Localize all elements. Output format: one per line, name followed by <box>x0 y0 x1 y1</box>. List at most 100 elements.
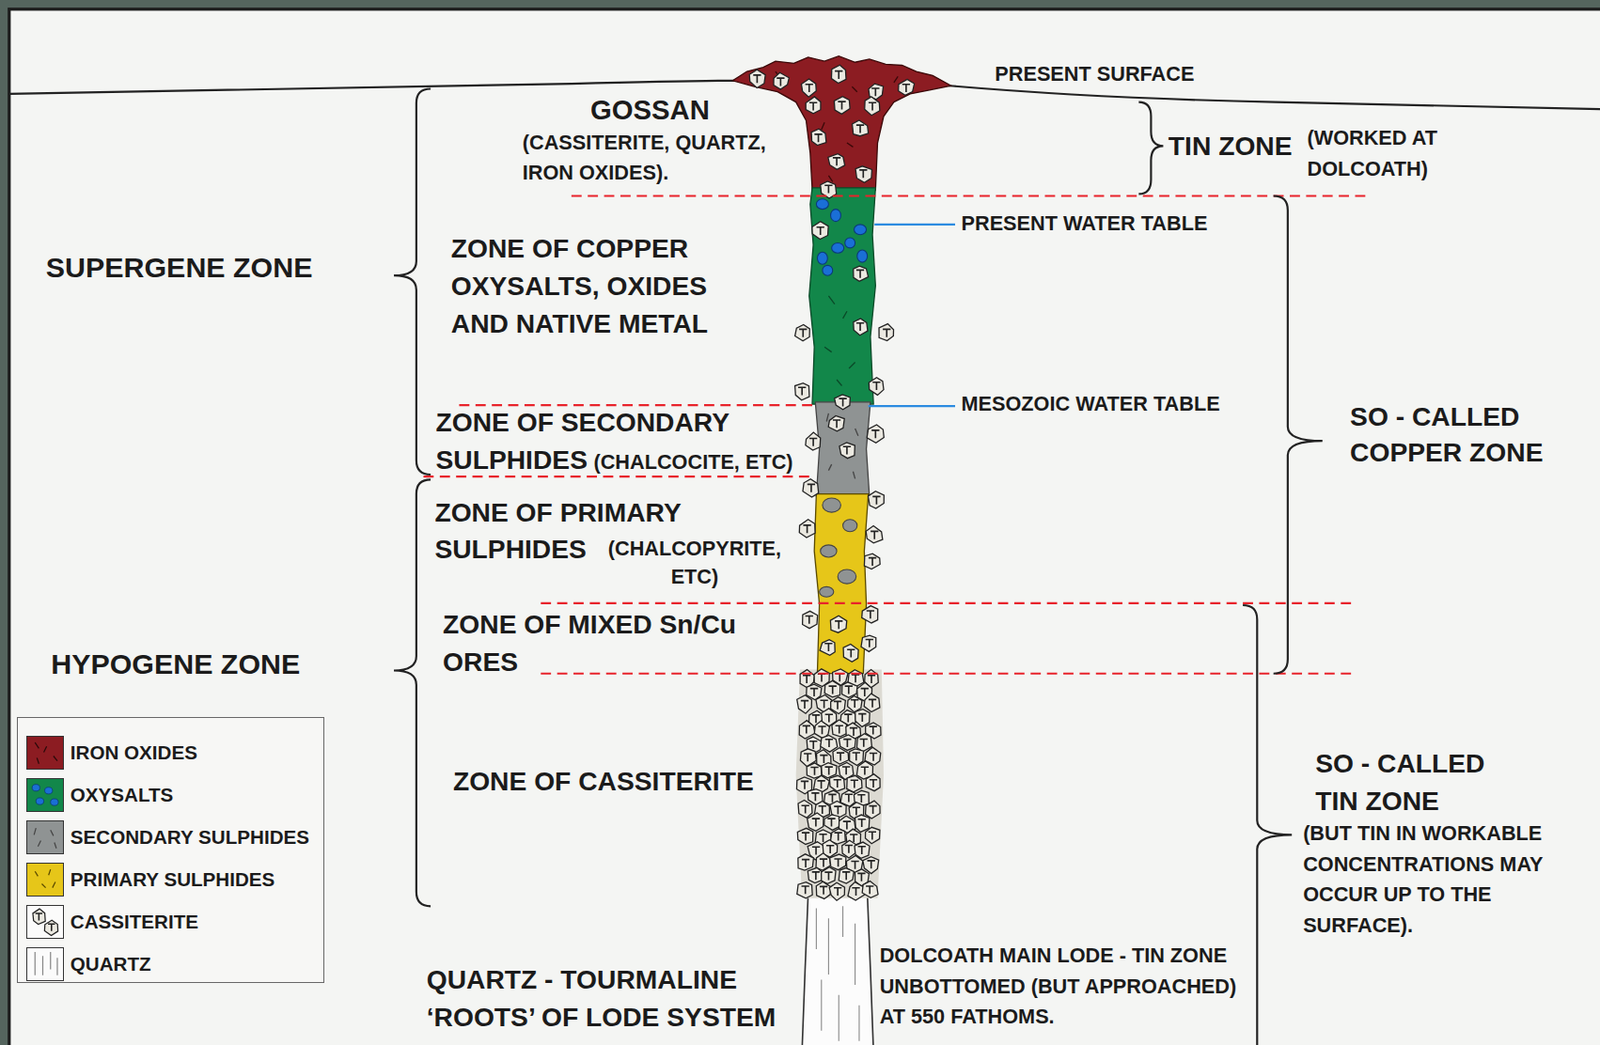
label-group: MESOZOIC WATER TABLE <box>961 391 1221 418</box>
crystal-outline <box>855 166 872 183</box>
label-group: SUPERGENE ZONE <box>46 248 314 287</box>
crystal-mark <box>835 725 844 734</box>
cassiterite-crystal <box>852 120 869 137</box>
crystal-outline <box>847 775 863 792</box>
label-group: QUARTZ - TOURMALINE ‘ROOTS’ OF LODE SYST… <box>426 960 805 1036</box>
leader-line <box>868 405 956 408</box>
lode-note: DOLCOATH MAIN LODE - TIN ZONE UNBOTTOMED… <box>879 941 1258 1034</box>
cassiterite-crystal <box>830 615 847 633</box>
crystal-outline <box>852 120 869 137</box>
crystal-mark <box>803 753 812 762</box>
legend-swatch <box>26 947 64 982</box>
crystal-outline <box>806 763 822 779</box>
crystal-mark <box>865 886 874 895</box>
oxysalt-blob <box>845 237 856 249</box>
water-table-leaders <box>868 224 956 407</box>
crystal-mark <box>852 752 861 761</box>
water-table-label: MESOZOIC WATER TABLE <box>961 391 1221 418</box>
crystal-outline <box>799 519 816 538</box>
crystal-outline <box>832 748 849 765</box>
legend-swatch <box>26 820 64 855</box>
label-group: DOLCOATH MAIN LODE - TIN ZONE UNBOTTOMED… <box>879 941 1258 1034</box>
cassiterite-crystal <box>862 881 879 899</box>
cassiterite-crystal <box>807 867 823 883</box>
crystal-mark <box>869 726 878 735</box>
cassiterite-crystal <box>773 72 789 90</box>
crystal-outline <box>868 377 884 396</box>
legend-row: IRON OXIDES <box>17 736 324 771</box>
cassiterite-crystal <box>798 854 815 871</box>
crystal-mark <box>812 872 820 880</box>
crystal-mark <box>833 859 842 867</box>
crystal-mark <box>825 739 833 748</box>
crystal-mark <box>837 101 846 110</box>
label-group: ZONE OF MIXED Sn/Cu ORES <box>442 605 780 681</box>
sulphide-patch <box>843 519 858 533</box>
swatch-texture <box>27 737 63 769</box>
crystal-mark <box>902 84 910 93</box>
label-group: ZONE OF COPPER OXYSALTS, OXIDES AND NATI… <box>451 230 742 343</box>
label-group: GOSSAN <box>548 93 753 128</box>
cassiterite-crystal <box>802 479 819 498</box>
crystal-mark <box>871 88 879 96</box>
crystal-outline <box>797 828 813 845</box>
sulphide-patch <box>837 569 857 584</box>
crystal-mark <box>809 439 817 447</box>
crystal-outline <box>797 882 813 899</box>
label-group: HYPOGENE ZONE <box>50 644 300 684</box>
secondary-sulphide-zone <box>815 402 871 497</box>
legend-label: CASSITERITE <box>70 905 199 941</box>
cassiterite-crystal <box>819 640 835 657</box>
cassiterite-crystal <box>828 415 845 431</box>
cassiterite-crystal <box>812 221 829 240</box>
crystal-outline <box>800 78 816 97</box>
crystal-outline <box>862 606 879 624</box>
crystal-mark <box>801 886 810 895</box>
crystal-mark <box>802 675 811 684</box>
crystal-mark <box>834 71 843 79</box>
crystal-mark <box>851 674 860 683</box>
crystal-outline <box>795 383 810 401</box>
crystal-mark <box>859 170 867 178</box>
crystal-mark <box>35 913 43 921</box>
oxysalt-texture <box>824 296 856 387</box>
cassiterite-crystal <box>865 800 880 819</box>
crystal-mark <box>842 767 850 775</box>
crystal-outline <box>805 96 821 114</box>
crystal-mark <box>867 861 876 869</box>
cassiterite-crystal <box>861 635 877 652</box>
crystal-outline <box>853 318 868 336</box>
crystal-mark <box>843 739 851 748</box>
crystal-mark <box>811 793 819 801</box>
cassiterite-crystal <box>863 693 880 712</box>
crystal-outline <box>32 909 46 925</box>
crystal-outline <box>853 266 869 282</box>
crystal-mark <box>829 686 837 694</box>
crystal-outline <box>805 432 821 451</box>
crystal-mark <box>818 834 827 843</box>
cassiterite-crystal <box>839 442 855 459</box>
cassiterite-crystals <box>749 64 914 901</box>
label-group: (BUT TIN IN WORKABLE CONCENTRATIONS MAY … <box>1302 818 1585 942</box>
cassiterite-crystal <box>821 763 837 779</box>
oxysalt-blob <box>816 251 828 265</box>
swatch-texture-line <box>34 952 58 976</box>
zone-boundaries <box>423 196 1367 675</box>
oxysalt-blob <box>831 209 842 222</box>
crystal-mark <box>799 329 807 337</box>
crystal-mark <box>851 888 860 896</box>
legend-swatch <box>26 905 64 940</box>
crystal-mark <box>800 701 809 709</box>
oxysalt-blob <box>822 265 833 276</box>
cassiterite-crystal <box>795 325 811 342</box>
crystal-mark <box>850 780 859 788</box>
crystal-outline <box>830 615 847 633</box>
crystal-mark <box>845 846 853 854</box>
crystal-outline <box>838 868 854 885</box>
crystal-outline <box>855 709 870 728</box>
crystal-outline <box>843 643 859 662</box>
crystal-outline <box>798 800 813 818</box>
sulphide-patch <box>819 586 834 597</box>
crystal-outline <box>798 854 815 871</box>
legend-label: QUARTZ <box>70 947 152 983</box>
